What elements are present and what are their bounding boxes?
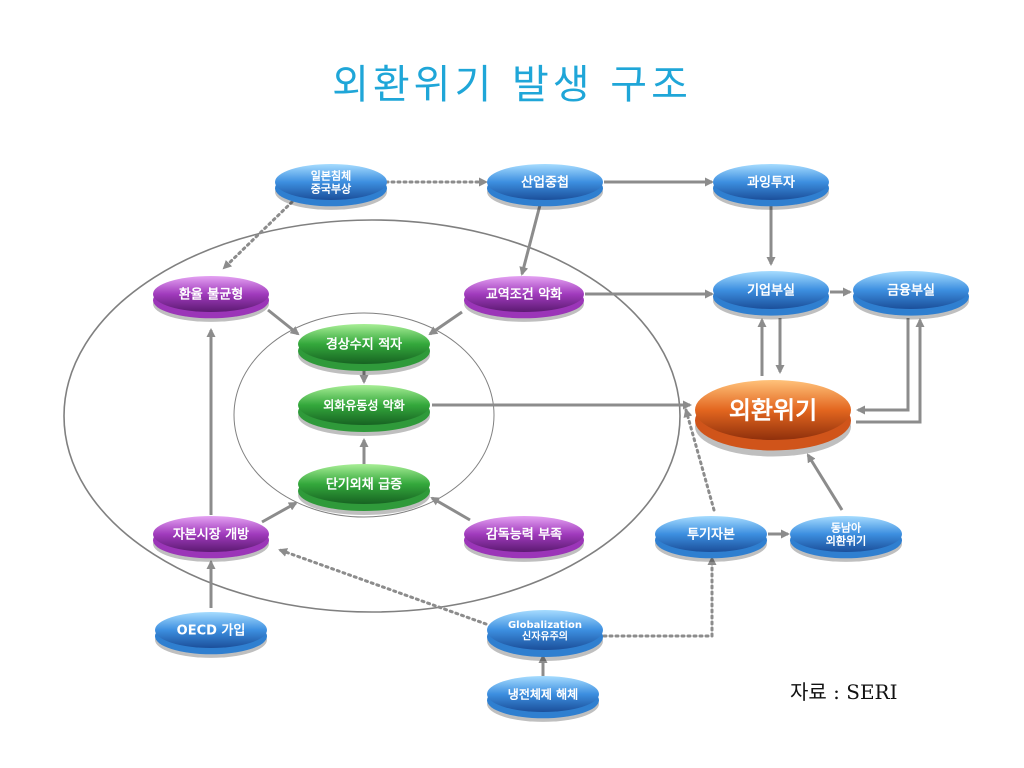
node-fx-crisis: 외환위기 — [695, 380, 851, 457]
source-note: 자료 : SERI — [790, 680, 898, 704]
node-industry-overlap: 산업중첩 — [487, 164, 603, 210]
arrow-overlap-to-terms — [519, 204, 542, 276]
node-face — [464, 276, 584, 312]
node-terms-of-trade: 교역조건 악화 — [464, 276, 584, 322]
node-cold-war: 냉전체제 해체 — [487, 676, 599, 722]
arrow-sea-to-crisis — [806, 453, 844, 511]
arrow-glob-to-capital — [278, 548, 488, 626]
node-face — [695, 380, 851, 440]
node-face — [713, 271, 829, 309]
node-face — [487, 164, 603, 200]
node-face — [853, 271, 969, 309]
node-label: Globalization — [508, 620, 582, 631]
arrow-supervision-to-shortdebt — [430, 496, 471, 522]
node-face — [655, 516, 767, 552]
arrow-japan-to-fx — [222, 200, 294, 270]
node-capital-market: 자본시장 개방 — [153, 516, 269, 562]
node-supervision: 감독능력 부족 — [464, 516, 584, 562]
node-face — [298, 464, 430, 504]
node-label: 단기외채 급증 — [326, 477, 402, 493]
page-title: 외환위기 발생 구조 — [332, 62, 692, 108]
node-financial-insolvency: 금융부실 — [853, 271, 969, 320]
node-label: 자본시장 개방 — [173, 527, 249, 543]
node-face — [298, 324, 430, 364]
node-label: 외환위기 — [729, 397, 817, 425]
node-face — [155, 612, 267, 648]
node-face — [713, 164, 829, 200]
node-label: 일본침체 — [311, 169, 351, 183]
node-label: 투기자본 — [687, 528, 735, 543]
node-oecd: OECD 가입 — [155, 612, 267, 658]
node-label: 동남아 — [831, 521, 862, 535]
node-label: OECD 가입 — [177, 624, 246, 639]
node-label: 감독능력 부족 — [486, 528, 562, 543]
node-label: 기업부실 — [747, 283, 795, 299]
arrow-fin-to-crisis — [856, 318, 910, 415]
node-label: 중국부상 — [311, 181, 351, 195]
node-face — [153, 276, 269, 312]
node-face — [275, 164, 387, 200]
node-label: 신자유주의 — [522, 629, 568, 642]
node-over-investment: 과잉투자 — [713, 164, 829, 210]
node-label: 경상수지 적자 — [326, 337, 402, 353]
node-face — [153, 516, 269, 552]
outer-ellipse — [63, 219, 681, 613]
arrow-glob-to-spec — [602, 556, 717, 638]
node-face — [464, 516, 584, 552]
arrow-capital-to-shortdebt — [261, 501, 298, 524]
node-label: 외화유동성 악화 — [323, 397, 404, 412]
node-corporate-insolvency: 기업부실 — [713, 271, 829, 320]
node-label: 산업중첩 — [521, 175, 569, 191]
node-current-account: 경상수지 적자 — [298, 324, 430, 375]
arrow-fx-to-current — [267, 308, 300, 336]
node-face — [487, 610, 603, 650]
node-speculative-capital: 투기자본 — [655, 516, 767, 562]
arrow-terms-to-current — [428, 310, 463, 336]
node-face — [298, 385, 430, 425]
node-fx-imbalance: 환율 불균형 — [153, 276, 269, 322]
node-label: 금융부실 — [887, 283, 935, 299]
arrow-spec-to-crisis — [683, 408, 716, 512]
node-face — [790, 516, 902, 552]
node-label: 외환위기 — [826, 533, 866, 547]
arrow-crisis-to-fin — [856, 318, 925, 424]
node-face — [487, 676, 599, 712]
node-label: 냉전체제 해체 — [508, 686, 578, 701]
node-short-term-debt: 단기외채 급증 — [298, 464, 430, 515]
node-fx-liquidity: 외화유동성 악화 — [298, 385, 430, 436]
inner-circle — [233, 312, 495, 518]
node-label: 환율 불균형 — [179, 287, 243, 303]
node-label: 과잉투자 — [747, 176, 795, 191]
node-label: 교역조건 악화 — [486, 287, 562, 303]
